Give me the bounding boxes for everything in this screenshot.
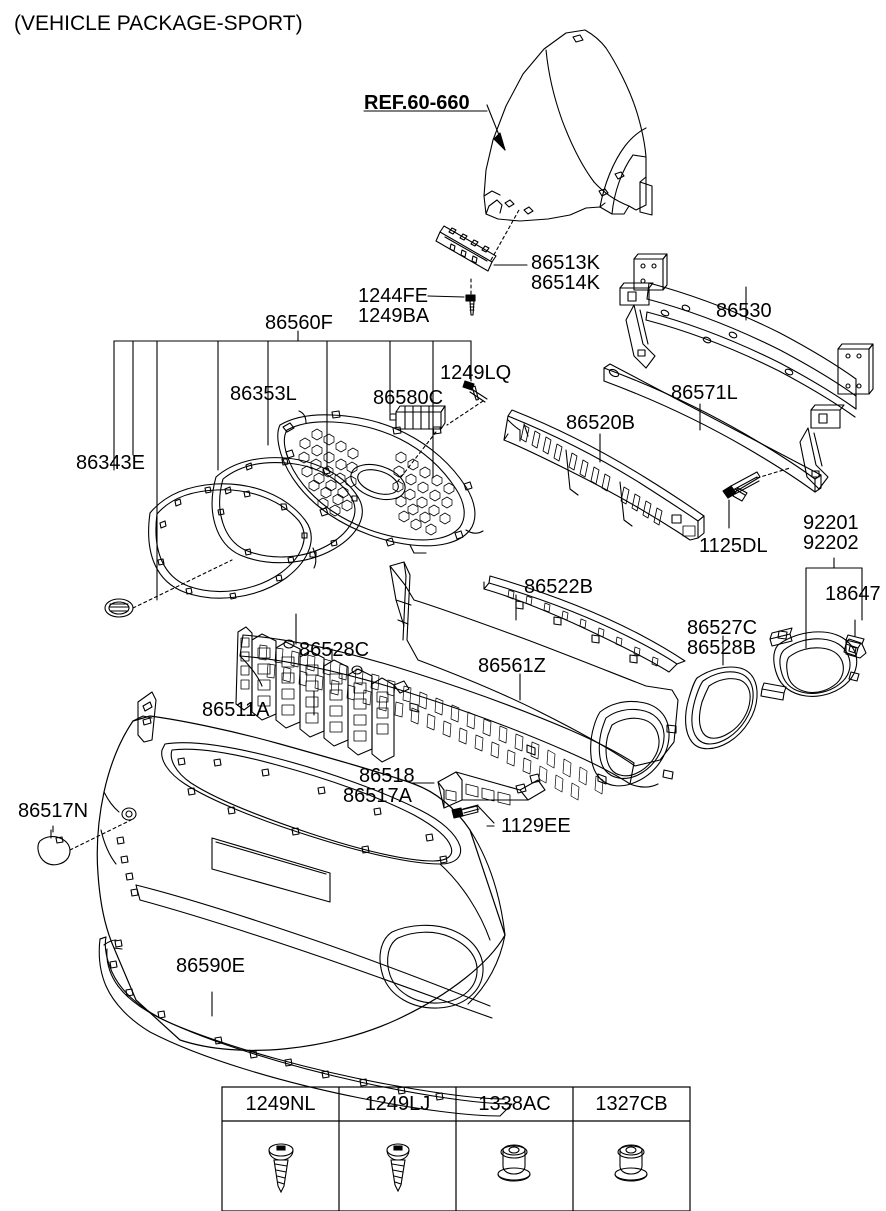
- label-86511A: 86511A: [202, 699, 270, 721]
- flange-nut-icon-1: [497, 1144, 531, 1182]
- label-86580C: 86580C: [373, 387, 444, 409]
- label-1129EE: 1129EE: [501, 815, 571, 837]
- label-86590E: 86590E: [176, 955, 245, 977]
- part-1129EE-bolt: [451, 804, 495, 827]
- part-86580C-bracket: [389, 405, 446, 482]
- bracket-86560F: [113, 330, 472, 601]
- part-18647-bulb: [845, 619, 867, 659]
- table-header-1249NL: 1249NL: [245, 1093, 316, 1115]
- flange-nut-icon-2: [614, 1144, 648, 1182]
- label-86528B: 86528B: [687, 637, 756, 659]
- label-92202: 92202: [803, 532, 859, 554]
- part-86511A-bumper-cover: [96, 691, 506, 1051]
- label-86522B: 86522B: [524, 576, 593, 598]
- part-86590E-lower-lip: [98, 936, 513, 1117]
- part-1249LQ-screw: [446, 380, 488, 426]
- label-86518: 86518: [359, 765, 415, 787]
- label-86571L: 86571L: [671, 382, 738, 404]
- tapping-screw-icon-2: [386, 1143, 410, 1193]
- label-92201: 92201: [803, 512, 859, 534]
- fender-assembly: [483, 29, 653, 222]
- label-1125DL: 1125DL: [699, 535, 768, 557]
- part-86530-bumper-beam: [619, 253, 874, 490]
- label-1249LQ: 1249LQ: [440, 362, 512, 384]
- part-86561Z-lower-grille: [239, 561, 679, 801]
- label-86527C: 86527C: [687, 617, 758, 639]
- part-86571L-stay: [603, 363, 822, 502]
- label-86520B: 86520B: [566, 412, 635, 434]
- label-86530: 86530: [716, 300, 772, 322]
- label-86528C: 86528C: [299, 639, 370, 661]
- label-86353L: 86353L: [230, 383, 297, 405]
- tapping-screw-icon-1: [268, 1143, 294, 1194]
- part-86520B-energy-absorber: [503, 409, 705, 541]
- label-1244FE: 1244FE: [358, 285, 429, 307]
- part-grille-molding-middle: [211, 457, 363, 569]
- label-86513K: 86513K: [531, 252, 600, 274]
- label-86560F: 86560F: [265, 312, 333, 334]
- label-leaders: [50, 286, 747, 1017]
- part-1244FE-screw: [427, 275, 476, 316]
- label-86517N: 86517N: [18, 800, 89, 822]
- part-86528C-bracket-array: [235, 626, 410, 763]
- label-86561Z: 86561Z: [478, 655, 546, 677]
- page-title: (VEHICLE PACKAGE-SPORT): [14, 12, 303, 35]
- table-header-1327CB: 1327CB: [595, 1093, 668, 1115]
- part-86353L-grille-molding-outer: [148, 483, 312, 600]
- part-92201-fog-lamp: [760, 627, 862, 701]
- part-86518-side-bracket: [411, 771, 546, 809]
- label-86517A: 86517A: [343, 785, 412, 807]
- part-86513K-side-bracket: [435, 209, 528, 272]
- label-1249BA: 1249BA: [358, 305, 430, 327]
- label-86514K: 86514K: [531, 272, 600, 294]
- table-header-1338AC: 1338AC: [478, 1093, 551, 1115]
- part-86560F-radiator-grille: [277, 410, 484, 554]
- bracket-92201-92202: [805, 557, 863, 638]
- part-1125DL-bolt: [722, 467, 791, 529]
- ref-leader: [363, 104, 506, 151]
- label-86343E: 86343E: [76, 452, 145, 474]
- table-header-1249LJ: 1249LJ: [364, 1093, 431, 1115]
- part-86517N-cover: [37, 819, 132, 866]
- label-18647: 18647: [825, 583, 881, 605]
- part-86527C-fog-lamp-cover: [685, 635, 758, 750]
- label-ref-60-660: REF.60-660: [364, 92, 470, 114]
